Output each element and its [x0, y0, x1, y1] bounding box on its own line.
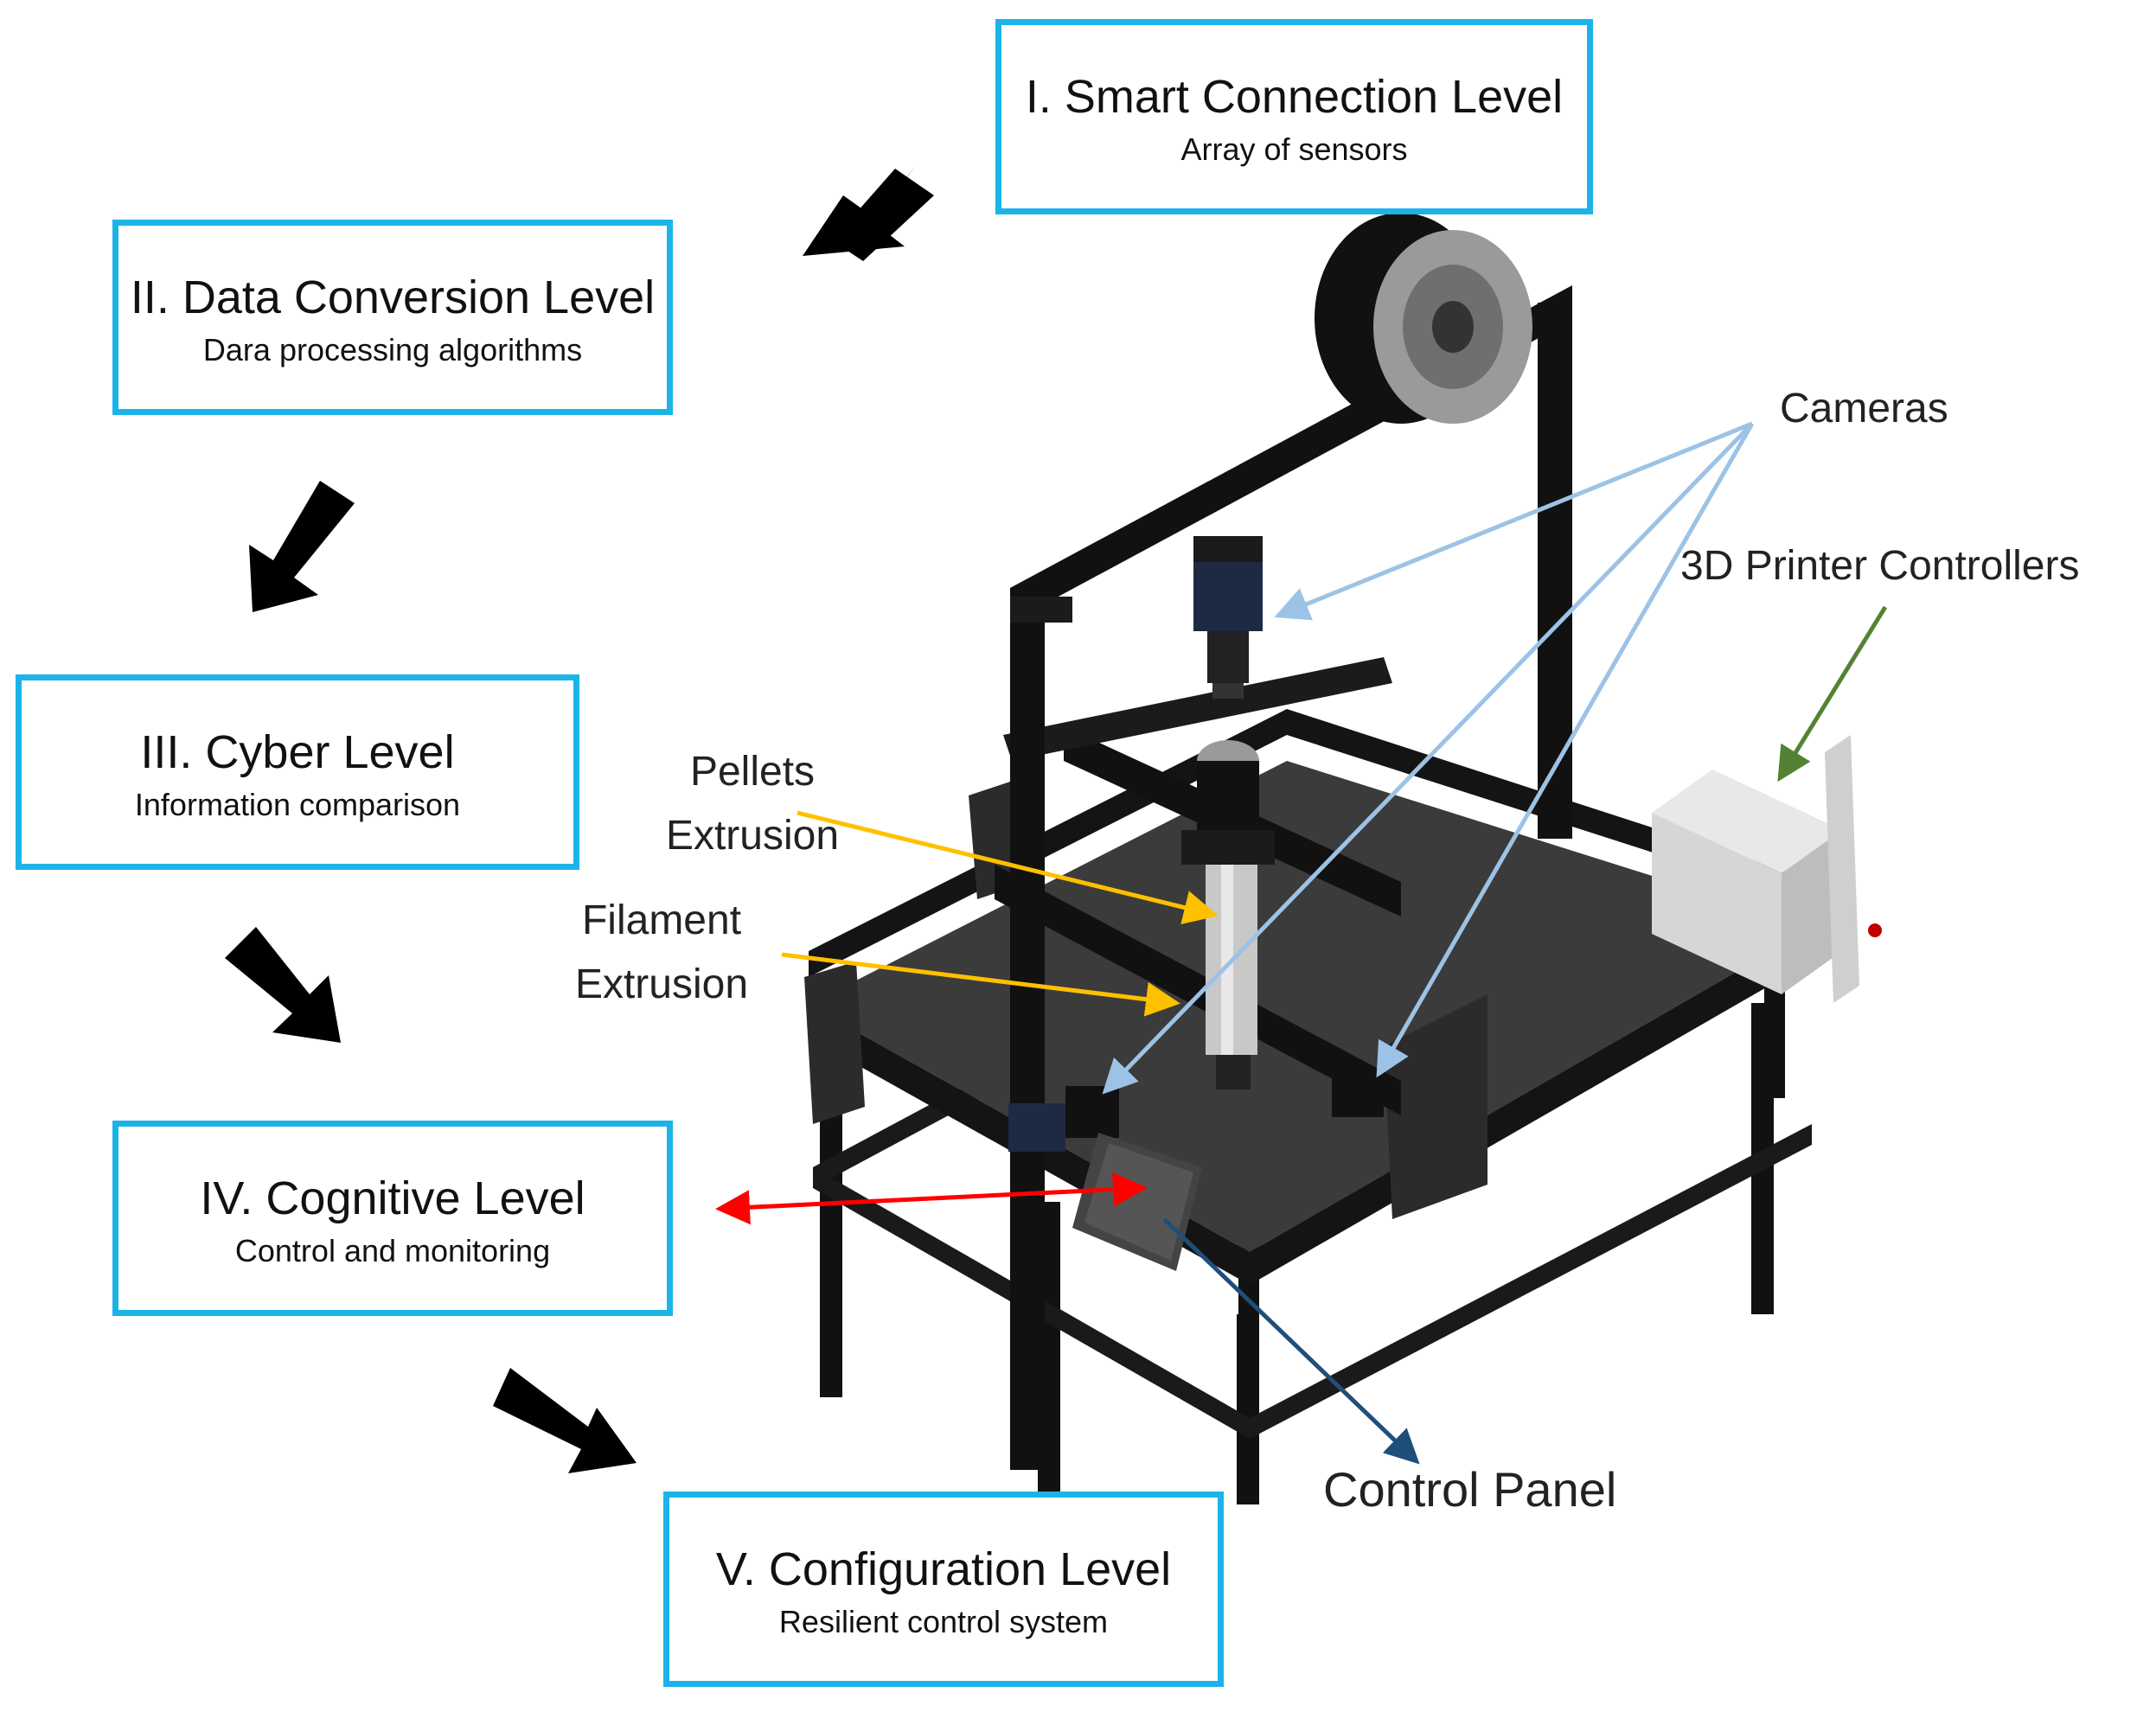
- level-subtitle: Resilient control system: [778, 1604, 1109, 1640]
- level-subtitle: Dara processing algorithms: [202, 332, 583, 368]
- controller-box: [1652, 735, 1882, 1003]
- camera-arrows: [1102, 421, 1755, 1095]
- cameras-label: Cameras: [1780, 386, 1948, 431]
- flow-arrow-3-4: [225, 927, 341, 1043]
- level-title: II. Data Conversion Level: [130, 271, 656, 323]
- level-title: IV. Cognitive Level: [200, 1172, 585, 1224]
- spool: [1315, 213, 1532, 424]
- level-subtitle: Array of sensors: [1180, 131, 1408, 168]
- controller-arrow: [1777, 605, 1888, 783]
- top-camera: [1193, 562, 1263, 699]
- level-box-smart-connection: I. Smart Connection Level Array of senso…: [995, 19, 1593, 214]
- flow-arrow-4-5: [493, 1368, 637, 1473]
- level-title: V. Configuration Level: [715, 1543, 1172, 1595]
- level-box-data-conversion: II. Data Conversion Level Dara processin…: [112, 220, 673, 415]
- level-title: III. Cyber Level: [140, 726, 455, 778]
- level-subtitle: Information comparison: [134, 787, 461, 823]
- control-panel-arrow: [1162, 1217, 1420, 1465]
- filament-arrow: [781, 952, 1180, 1017]
- level-box-configuration: V. Configuration Level Resilient control…: [663, 1492, 1224, 1687]
- bed-camera-right: [1332, 1072, 1384, 1117]
- level-box-cyber: III. Cyber Level Information comparison: [16, 674, 579, 870]
- flow-arrow-1-2: [803, 166, 934, 261]
- control-panel-label: Control Panel: [1323, 1462, 1617, 1517]
- level-subtitle: Control and monitoring: [234, 1233, 551, 1269]
- printer-table: [804, 657, 1814, 1504]
- bed-camera-left: [1008, 1086, 1119, 1152]
- cognitive-arrow: [715, 1172, 1148, 1225]
- pellets-extrusion-label: Pellets Extrusion: [665, 749, 840, 859]
- level-box-cognitive: IV. Cognitive Level Control and monitori…: [112, 1121, 673, 1316]
- flow-arrow-2-3: [249, 481, 355, 612]
- pellets-arrow: [797, 810, 1219, 925]
- level-title: I. Smart Connection Level: [1025, 71, 1564, 123]
- filament-extrusion-label: Filament Extrusion: [574, 898, 749, 1008]
- printer-controllers-label: 3D Printer Controllers: [1680, 543, 2080, 589]
